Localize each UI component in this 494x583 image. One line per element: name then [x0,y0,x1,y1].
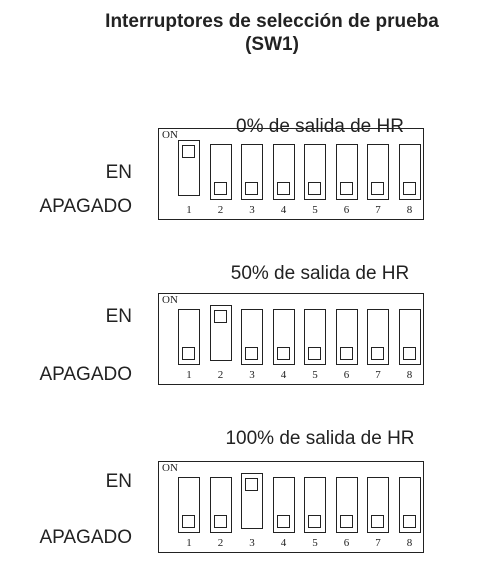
dip-switch-frame [158,293,424,385]
dip-switch-1 [178,477,200,533]
dip-switch-block: ON 1 2 3 4 5 6 7 8 [158,293,424,385]
dip-switch-4 [272,144,295,200]
switch-number: 3 [249,204,255,216]
dip-switch-1 [178,309,200,365]
switch-number: 3 [249,537,255,549]
dip-switch-knob [213,310,227,323]
dip-switch-knob [308,182,321,195]
diagram-title: Interruptores de selección de prueba (SW… [50,10,494,56]
dip-switch-6 [335,309,358,365]
switch-number: 6 [343,369,350,381]
dip-switch-3 [241,144,263,200]
switch-number: 3 [249,369,255,381]
dip-switch-2 [209,477,232,533]
switch-number: 4 [280,369,287,381]
dip-switch-block: ON 1 2 3 4 5 6 7 8 [158,128,424,220]
switch-number: 5 [312,369,318,381]
switch-number: 1 [186,204,192,216]
dip-switch-knob [213,182,227,195]
dip-on-text: ON [162,129,178,141]
dip-switch-1 [178,140,200,196]
off-label: APAGADO [39,196,132,217]
dip-switch-4 [272,477,295,533]
dip-switch-5 [304,144,326,200]
switch-number: 6 [343,537,350,549]
switch-number: 4 [280,537,287,549]
switch-number: 2 [217,204,224,216]
setting-100-percent: 100% de salida de HR EN APAGADO ON 1 2 3 4 5… [0,423,494,583]
on-label: EN [105,306,132,327]
dip-switch-knob [402,182,416,195]
switch-number: 2 [217,369,224,381]
switch-number: 1 [186,537,192,549]
dip-switch-2 [209,144,232,200]
off-label: APAGADO [39,527,132,548]
switch-number: 7 [375,204,381,216]
setting-50-percent: 50% de salida de HR EN APAGADO ON 1 2 3 4 5 6… [0,260,494,420]
dip-switch-knob [276,515,290,528]
dip-switch-knob [276,347,290,360]
setting-label: 0% de salida de HR [236,116,404,137]
dip-on-text: ON [162,462,178,474]
dip-switch-knob [182,515,195,528]
dip-switch-knob [182,347,195,360]
dip-switch-8 [398,309,421,365]
dip-switch-knob [371,182,384,195]
dip-switch-knob [245,182,258,195]
dip-switch-knob [371,347,384,360]
dip-switch-8 [398,477,421,533]
title-line-2: (SW1) [245,34,299,55]
dip-switch-frame [158,128,424,220]
dip-switch-knob [308,347,321,360]
switch-number: 8 [406,537,413,549]
dip-switch-6 [335,477,358,533]
switch-number: 7 [375,537,381,549]
dip-switch-7 [367,309,389,365]
dip-switch-3 [241,473,263,529]
dip-switch-2 [209,305,232,361]
dip-switch-8 [398,144,421,200]
dip-switch-5 [304,309,326,365]
switch-number: 1 [186,369,192,381]
dip-switch-knob [339,182,353,195]
switch-number: 8 [406,369,413,381]
off-label: APAGADO [39,364,132,385]
title-line-1: Interruptores de selección de prueba [105,11,439,32]
on-label: EN [105,471,132,492]
dip-switch-knob [213,515,227,528]
dip-switch-knob [371,515,384,528]
dip-switch-knob [245,347,258,360]
dip-on-text: ON [162,294,178,306]
dip-switch-knob [182,145,195,158]
switch-number: 5 [312,537,318,549]
dip-switch-knob [402,347,416,360]
switch-number: 6 [343,204,350,216]
setting-label: 50% de salida de HR [230,263,410,284]
dip-switch-knob [308,515,321,528]
dip-switch-block: ON 1 2 3 4 5 6 7 8 [158,461,424,553]
on-label: EN [105,162,132,183]
switch-number: 7 [375,369,381,381]
dip-switch-4 [272,309,295,365]
dip-switch-knob [339,515,353,528]
setting-0-percent: 0% de salida de HR EN APAGADO ON 1 2 3 4 5 6 7… [0,113,494,273]
dip-switch-6 [335,144,358,200]
dip-switch-knob [339,347,353,360]
switch-number: 8 [406,204,413,216]
dip-switch-knob [402,515,416,528]
dip-switch-knob [245,478,258,491]
dip-switch-5 [304,477,326,533]
dip-switch-7 [367,477,389,533]
switch-number: 2 [217,537,224,549]
dip-switch-frame [158,461,424,553]
switch-number: 4 [280,204,287,216]
dip-switch-knob [276,182,290,195]
switch-number: 5 [312,204,318,216]
setting-label: 100% de salida de HR [225,428,415,449]
dip-switch-3 [241,309,263,365]
dip-switch-7 [367,144,389,200]
